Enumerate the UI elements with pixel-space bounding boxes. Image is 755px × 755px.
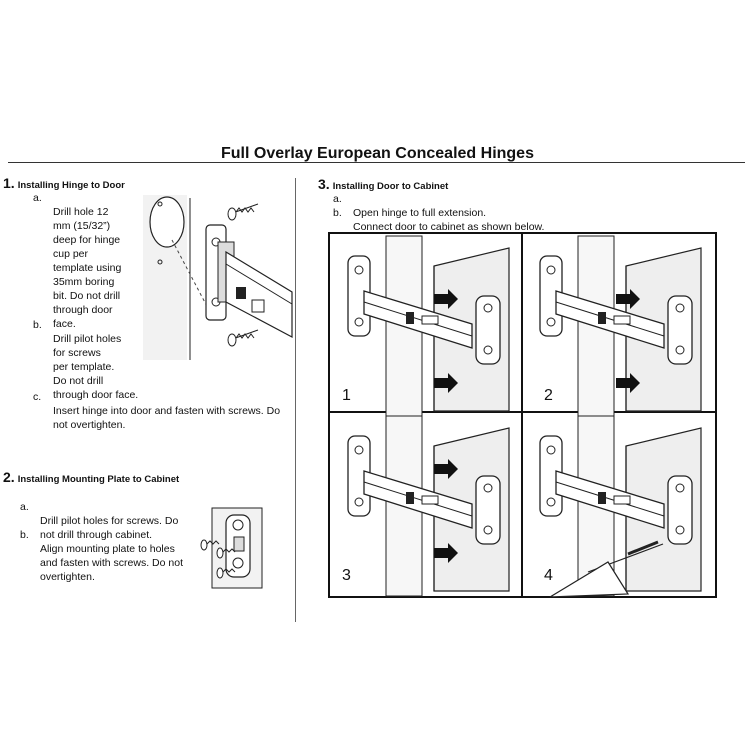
item-marker: b.: [33, 319, 42, 331]
item-marker: c.: [33, 391, 42, 403]
panel-3-label: 3: [342, 567, 351, 584]
hinge-on-door-illustration: [143, 195, 293, 360]
section-3-heading: 3.Installing Door to Cabinet: [318, 176, 448, 192]
item-text: Drill hole 12 mm (15/32”) deep for hinge…: [53, 206, 122, 330]
section-2-number: 2.: [3, 469, 15, 485]
section-1-item-b: b. Drill pilot holes for screws per templ…: [33, 318, 153, 402]
section-2-item-a: a. Drill pilot holes for screws. Do not d…: [20, 500, 210, 542]
panel-1-label: 1: [342, 387, 351, 404]
screwdriver-icon: [549, 540, 664, 598]
item-text: Insert hinge into door and fasten with s…: [53, 405, 281, 431]
section-1-title: Installing Hinge to Door: [17, 180, 125, 191]
section-1-item-c: c. Insert hinge into door and fasten with…: [33, 390, 293, 432]
section-2-title: Installing Mounting Plate to Cabinet: [17, 474, 180, 485]
panel-2-label: 2: [544, 387, 553, 404]
section-2-item-b: b. Align mounting plate to holes and fast…: [20, 528, 210, 584]
column-divider: [295, 178, 296, 622]
item-marker: a.: [33, 192, 42, 204]
section-3-item-a: a. Open hinge to full extension.: [333, 192, 733, 220]
door-to-cabinet-panels: 1 2 3 4: [328, 232, 717, 598]
item-text: Drill pilot holes for screws. Do not dri…: [40, 515, 179, 541]
item-marker: a.: [20, 501, 29, 513]
section-2-heading: 2.Installing Mounting Plate to Cabinet: [3, 469, 179, 485]
item-text: Drill pilot holes for screws per templat…: [53, 333, 139, 401]
item-marker: b.: [20, 529, 29, 541]
page-title: Full Overlay European Concealed Hinges: [221, 145, 534, 162]
item-marker: b.: [333, 207, 342, 219]
title-underline: [8, 162, 745, 163]
section-3-item-b: b. Connect door to cabinet as shown below…: [333, 206, 733, 234]
item-text: Connect door to cabinet as shown below.: [353, 221, 545, 233]
item-text: Align mounting plate to holes and fasten…: [40, 543, 183, 583]
section-3-number: 3.: [318, 176, 330, 192]
item-marker: a.: [333, 193, 342, 205]
section-3-title: Installing Door to Cabinet: [332, 181, 449, 192]
section-1-heading: 1.Installing Hinge to Door: [3, 175, 125, 191]
panel-4-label: 4: [544, 567, 553, 584]
section-1-item-a: a. Drill hole 12 mm (15/32”) deep for hin…: [33, 191, 153, 331]
mounting-plate-illustration: [200, 507, 263, 589]
section-1-number: 1.: [3, 175, 15, 191]
item-text: Open hinge to full extension.: [353, 207, 487, 219]
